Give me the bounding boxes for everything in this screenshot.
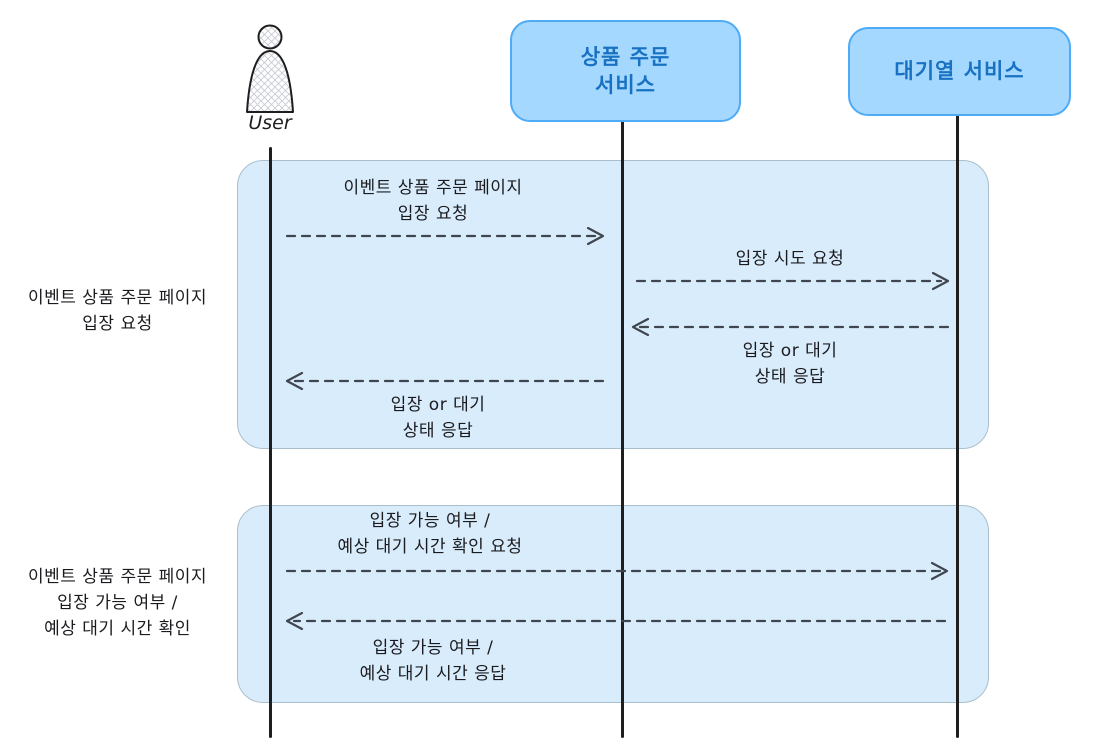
message-label-3: 입장 or 대기 상태 응답 — [742, 341, 838, 387]
actor-user — [240, 24, 300, 120]
actor-user-label: User — [248, 112, 292, 134]
lifeline-order-service — [621, 119, 624, 738]
message-label-2: 입장 시도 요청 — [735, 249, 845, 269]
lifeline-queue-service — [956, 113, 959, 738]
group-frame-entry-request — [237, 160, 989, 449]
group-frame-wait-check — [237, 505, 989, 703]
participant-order-service: 상품 주문 서비스 — [510, 20, 741, 122]
message-label-6: 입장 가능 여부 / 예상 대기 시간 응답 — [359, 638, 507, 684]
group-label-entry-request: 이벤트 상품 주문 페이지 입장 요청 — [27, 288, 208, 334]
participant-order-service-label: 상품 주문 서비스 — [580, 44, 671, 97]
message-label-5: 입장 가능 여부 / 예상 대기 시간 확인 요청 — [337, 511, 523, 557]
participant-queue-service-label: 대기열 서비스 — [894, 59, 1025, 84]
person-icon — [246, 24, 294, 113]
participant-queue-service: 대기열 서비스 — [848, 27, 1071, 116]
group-label-wait-check: 이벤트 상품 주문 페이지 입장 가능 여부 / 예상 대기 시간 확인 — [27, 567, 208, 639]
message-label-1: 이벤트 상품 주문 페이지 입장 요청 — [343, 178, 523, 224]
lifeline-user — [269, 147, 272, 738]
message-label-4: 입장 or 대기 상태 응답 — [390, 395, 486, 441]
